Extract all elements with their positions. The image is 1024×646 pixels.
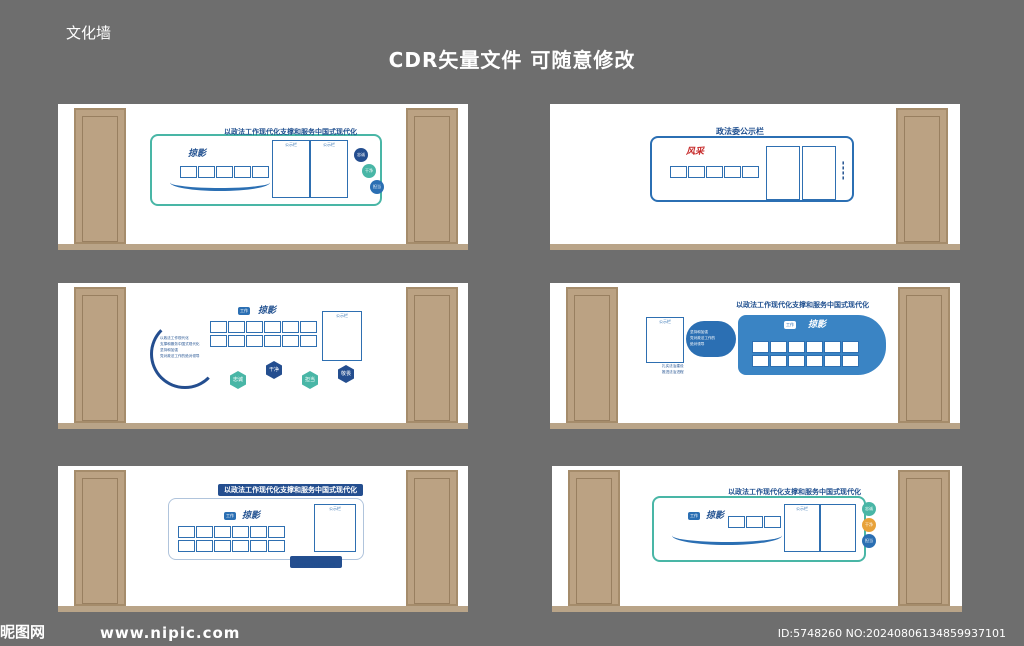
- value-dot: 担当: [862, 534, 876, 548]
- notice-board: 公示栏: [272, 140, 310, 198]
- image-id: ID:5748260 NO:20240806134859937101: [777, 627, 1006, 640]
- value-hex: 忠诚: [230, 371, 246, 389]
- top-left-label: 文化墙: [66, 24, 112, 42]
- door-right: [406, 108, 458, 244]
- door-left: [566, 287, 618, 423]
- notice-board: 公示栏: [314, 504, 356, 552]
- floor-strip: [550, 423, 960, 429]
- notice-board: 公示栏: [646, 317, 684, 363]
- site-url: www.nipic.com: [100, 624, 241, 642]
- floor-strip: [552, 606, 962, 612]
- wall-mockup-2: 政法委公示栏 风采 ▮▮▮▮: [550, 104, 960, 250]
- notice-board: 公示栏: [784, 504, 820, 552]
- work-tag: 工作: [224, 512, 236, 520]
- notice-caption: 公示栏: [329, 506, 341, 511]
- notice-board: 公示栏: [322, 311, 362, 361]
- notice-board: [766, 146, 800, 200]
- value-dot: 干净: [862, 518, 876, 532]
- slogan-c: 扎实法治建设推进法治进程: [662, 364, 684, 374]
- site-logo-text: 昵图网: [0, 623, 46, 641]
- notice-caption: 公示栏: [336, 313, 348, 318]
- notice-caption: 公示栏: [659, 319, 671, 324]
- notice-caption: 公示栏: [796, 506, 808, 511]
- value-dot: 忠诚: [862, 502, 876, 516]
- notice-board-2: 公示栏: [310, 140, 348, 198]
- door-right: [896, 108, 948, 244]
- slogan-title: 以政法工作现代化支撑和服务中国式现代化: [728, 488, 861, 496]
- wall-mockup-4: 以政法工作现代化支撑和服务中国式现代化 公示栏 坚持和加强党对政法工作的绝对领导…: [550, 283, 960, 429]
- feng-brush: 风采: [686, 147, 705, 157]
- value-dot: 干净: [362, 164, 376, 178]
- value-hex: 担当: [302, 371, 318, 389]
- brush-title: 掠影: [706, 511, 725, 521]
- culture-panel: 以政法工作现代化支撑和服务中国式现代化 掠影 公示栏 公示栏 忠诚 干净 担当: [150, 126, 390, 206]
- culture-panel: 以政法工作现代化支撑和服务中国式现代化 公示栏 坚持和加强党对政法工作的绝对领导…: [632, 299, 888, 389]
- floor-strip: [58, 606, 468, 612]
- zhengfa-title: 政法委公示栏: [716, 127, 764, 136]
- brush-title: 掠影: [258, 306, 277, 316]
- notice-caption: 公示栏: [285, 142, 297, 147]
- headline: CDR矢量文件 可随意修改: [388, 48, 636, 72]
- door-left: [74, 470, 126, 606]
- wall-mockup-1: 以政法工作现代化支撑和服务中国式现代化 掠影 公示栏 公示栏 忠诚 干净 担当: [58, 104, 468, 250]
- slogan-b: 坚持和加强党对政法工作的绝对领导: [690, 330, 716, 346]
- notice-board-2: [820, 504, 856, 552]
- slogan-title: 以政法工作现代化支撑和服务中国式现代化: [224, 128, 357, 136]
- value-dot: 担当: [370, 180, 384, 194]
- door-right: [898, 287, 950, 423]
- notice-caption: 公示栏: [323, 142, 335, 147]
- wall-mockup-5: 以政法工作现代化支撑和服务中国式现代化 工作 掠影 公示栏 坚持和加强党对政法工…: [58, 466, 468, 612]
- work-tag: 工作: [238, 307, 250, 315]
- wall-mockup-3: 以政法工作现代化支撑和服务中国式现代化坚持和加强党对政法工作的绝对领导 工作 掠…: [58, 283, 468, 429]
- laurel-circle: [150, 319, 220, 389]
- value-hex: 敬畏: [338, 365, 354, 383]
- floor-strip: [58, 244, 468, 250]
- culture-panel: 政法委公示栏 风采 ▮▮▮▮: [650, 122, 870, 206]
- culture-panel: 以政法工作现代化支撑和服务中国式现代化 工作 掠影 公示栏 坚持和加强党对政法工…: [168, 482, 368, 574]
- door-right: [406, 470, 458, 606]
- work-tag: 工作: [784, 321, 796, 329]
- blue-bubble: [686, 321, 736, 357]
- work-tag: 工作: [688, 512, 700, 520]
- door-right: [406, 287, 458, 423]
- door-left: [74, 108, 126, 244]
- culture-panel: 以政法工作现代化支撑和服务中国式现代化 工作 掠影 公示栏 忠诚 干净 担当: [652, 486, 882, 576]
- slogan-title: 以政法工作现代化支撑和服务中国式现代化: [218, 484, 363, 496]
- value-hex: 干净: [266, 361, 282, 379]
- door-right: [898, 470, 950, 606]
- floor-strip: [58, 423, 468, 429]
- culture-panel: 以政法工作现代化支撑和服务中国式现代化坚持和加强党对政法工作的绝对领导 工作 掠…: [150, 297, 390, 397]
- intro-text: 以政法工作现代化支撑和服务中国式现代化坚持和加强党对政法工作的绝对领导: [160, 336, 200, 358]
- brush-title: 掠影: [242, 511, 261, 521]
- wall-mockup-6: 以政法工作现代化支撑和服务中国式现代化 工作 掠影 公示栏 忠诚 干净 担当: [552, 466, 962, 612]
- notice-board-2: [802, 146, 836, 200]
- floor-strip: [550, 244, 960, 250]
- slogan-title: 以政法工作现代化支撑和服务中国式现代化: [736, 301, 869, 309]
- vertical-text: ▮▮▮▮: [842, 160, 845, 180]
- door-left: [74, 287, 126, 423]
- slogan-b: 坚持和加强党对政法工作的绝对领导: [290, 556, 342, 568]
- brush-title: 掠影: [808, 320, 827, 330]
- value-dot: 忠诚: [354, 148, 368, 162]
- brush-title: 掠影: [188, 149, 207, 159]
- door-left: [568, 470, 620, 606]
